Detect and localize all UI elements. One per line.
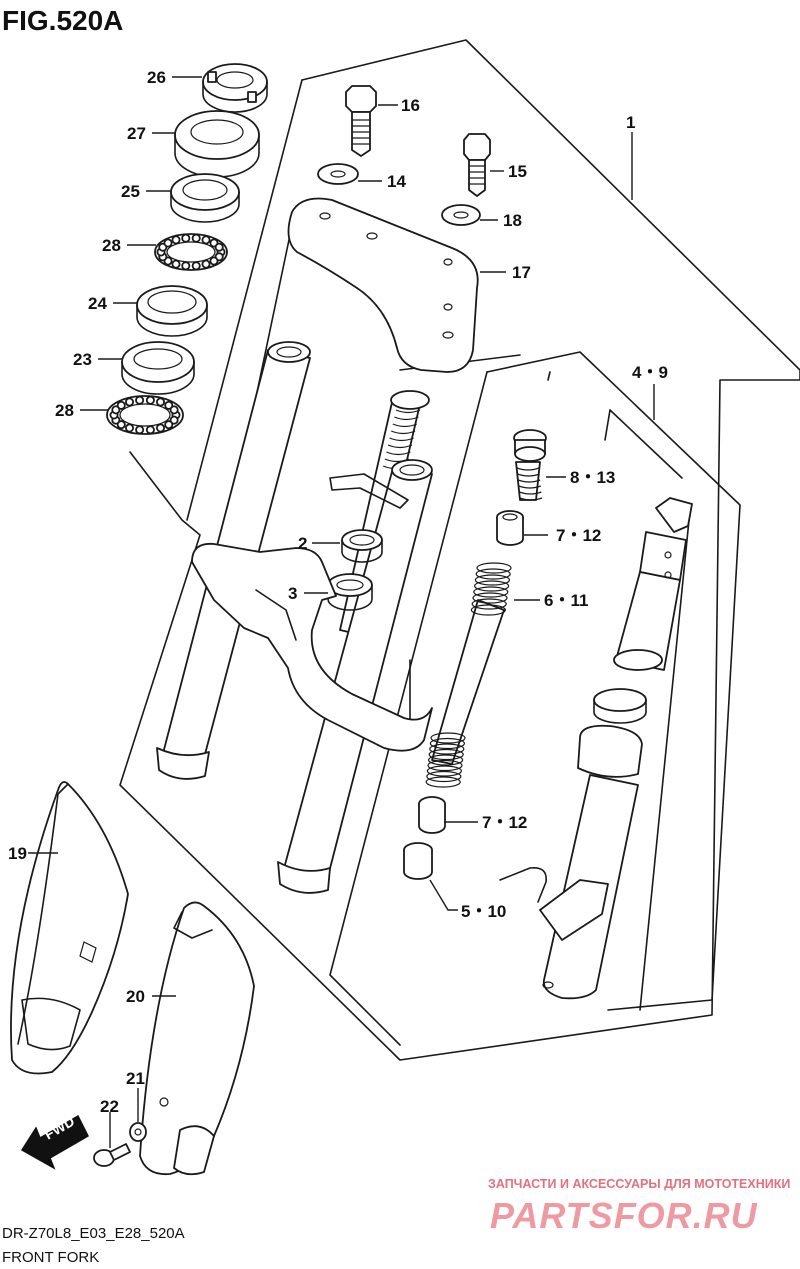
figure-title: FIG.520A bbox=[2, 5, 123, 36]
fork-internals bbox=[403, 429, 693, 1000]
watermark-brand: PARTSFOR.RU bbox=[490, 1195, 758, 1236]
bearing-race-24 bbox=[136, 285, 208, 337]
callout-3: 3 bbox=[288, 584, 297, 603]
piece-5-10 bbox=[403, 842, 433, 880]
fork-guards bbox=[10, 781, 255, 1176]
lower-bracket bbox=[191, 473, 433, 752]
callout-7-12-upper: 7・12 bbox=[556, 526, 601, 545]
collar-7-12-lower bbox=[418, 796, 446, 834]
right-inner-tube bbox=[277, 459, 433, 894]
watermark: ЗАПЧАСТИ И АКСЕССУАРЫ ДЛЯ МОТОТЕХНИКИ PA… bbox=[488, 1177, 790, 1236]
fork-guard-19 bbox=[10, 781, 129, 1075]
callout-28-upper: 28 bbox=[102, 236, 121, 255]
outer-fork-leg-4-9 bbox=[499, 497, 693, 1000]
ball-bearing-28-lower bbox=[106, 395, 184, 435]
seal-ring-2 bbox=[341, 529, 383, 563]
callout-23: 23 bbox=[73, 350, 92, 369]
bearing-race-25 bbox=[170, 173, 240, 223]
callout-26: 26 bbox=[147, 68, 166, 87]
callout-2: 2 bbox=[298, 534, 307, 553]
callout-1: 1 bbox=[626, 113, 635, 132]
callout-19: 19 bbox=[8, 844, 27, 863]
fork-guard-20 bbox=[139, 901, 255, 1176]
screw-22 bbox=[93, 1143, 131, 1167]
callout-7-12-lower: 7・12 bbox=[482, 813, 527, 832]
bolt-16 bbox=[345, 85, 377, 157]
callout-27: 27 bbox=[127, 124, 146, 143]
callout-4-9: 4・9 bbox=[632, 363, 668, 382]
spring-6-11 bbox=[425, 562, 512, 788]
diagram-name: FRONT FORK bbox=[2, 1249, 99, 1266]
watermark-tagline: ЗАПЧАСТИ И АКСЕССУАРЫ ДЛЯ МОТОТЕХНИКИ bbox=[488, 1177, 790, 1191]
callout-16: 16 bbox=[401, 96, 420, 115]
washer-21 bbox=[129, 1122, 147, 1142]
callout-15: 15 bbox=[508, 162, 527, 181]
fwd-arrow-icon: FWD bbox=[20, 1113, 89, 1170]
callout-8-13: 8・13 bbox=[570, 468, 615, 487]
callout-28-lower: 28 bbox=[55, 401, 74, 420]
bolt-15 bbox=[463, 133, 491, 197]
callout-24: 24 bbox=[88, 294, 107, 313]
collar-7-12-upper bbox=[496, 510, 524, 546]
callout-14: 14 bbox=[387, 172, 406, 191]
callout-22: 22 bbox=[100, 1097, 119, 1116]
fork-tubes-and-bracket bbox=[156, 341, 433, 894]
steering-nut-26 bbox=[202, 63, 268, 113]
callout-25: 25 bbox=[121, 182, 140, 201]
callout-6-11: 6・11 bbox=[544, 591, 588, 610]
callout-21: 21 bbox=[126, 1069, 145, 1088]
callout-18: 18 bbox=[503, 211, 522, 230]
leader-lines bbox=[28, 76, 655, 1148]
model-code: DR-Z70L8_E03_E28_520A bbox=[2, 1225, 185, 1242]
top-bracket-17 bbox=[287, 197, 479, 373]
top-hardware bbox=[287, 85, 491, 373]
bearing-stack bbox=[106, 63, 268, 435]
washer-18 bbox=[441, 204, 481, 226]
bearing-race-23 bbox=[121, 341, 195, 395]
callout-numbers: 26 27 25 28 24 23 28 16 14 15 18 17 1 4・… bbox=[8, 68, 668, 1116]
ball-bearing-28-upper bbox=[154, 233, 228, 271]
callout-17: 17 bbox=[512, 263, 531, 282]
washer-14 bbox=[317, 163, 359, 185]
callout-20: 20 bbox=[126, 987, 145, 1006]
callout-5-10: 5・10 bbox=[461, 902, 506, 921]
adjuster-8-13 bbox=[513, 429, 547, 501]
dust-seal-27 bbox=[174, 110, 260, 178]
